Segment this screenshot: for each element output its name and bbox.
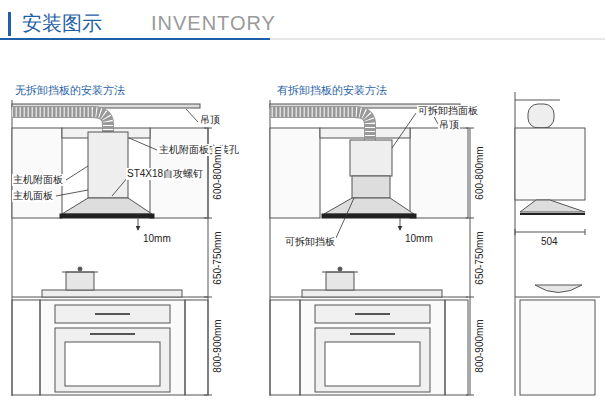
- dimension-label: 800-900mm: [212, 318, 224, 373]
- right-kitchen: [270, 100, 474, 396]
- part-label: 504: [540, 236, 559, 248]
- method-heading: 无拆卸挡板的安装方法: [14, 84, 126, 97]
- part-label: 可拆卸挡面板: [417, 105, 479, 117]
- part-label: 吊顶: [438, 119, 460, 131]
- part-label: 10mm: [404, 233, 434, 245]
- side-view: [515, 92, 600, 396]
- part-label: 可拆卸挡板: [284, 236, 336, 248]
- header-subtitle: INVENTORY: [150, 12, 277, 35]
- dimension-label: 800-900mm: [474, 318, 486, 373]
- part-label: 主机附面板安装孔: [158, 144, 240, 156]
- dimension-label: 600-800mm: [212, 145, 224, 200]
- right-leaders: [336, 109, 438, 238]
- part-label: 吊顶: [199, 114, 221, 126]
- part-label: 主机附面板: [12, 174, 64, 186]
- dimension-label: 600-800mm: [474, 145, 486, 200]
- part-label: 主机面板: [12, 190, 54, 202]
- part-label: ST4X18自攻螺钉: [126, 168, 204, 180]
- page-title: 安装图示: [22, 10, 102, 37]
- dimension-label: 650-750mm: [212, 230, 224, 285]
- method-heading: 有拆卸挡板的安装方法: [276, 84, 388, 97]
- part-label: 10mm: [142, 233, 172, 245]
- dimension-label: 650-750mm: [474, 230, 486, 285]
